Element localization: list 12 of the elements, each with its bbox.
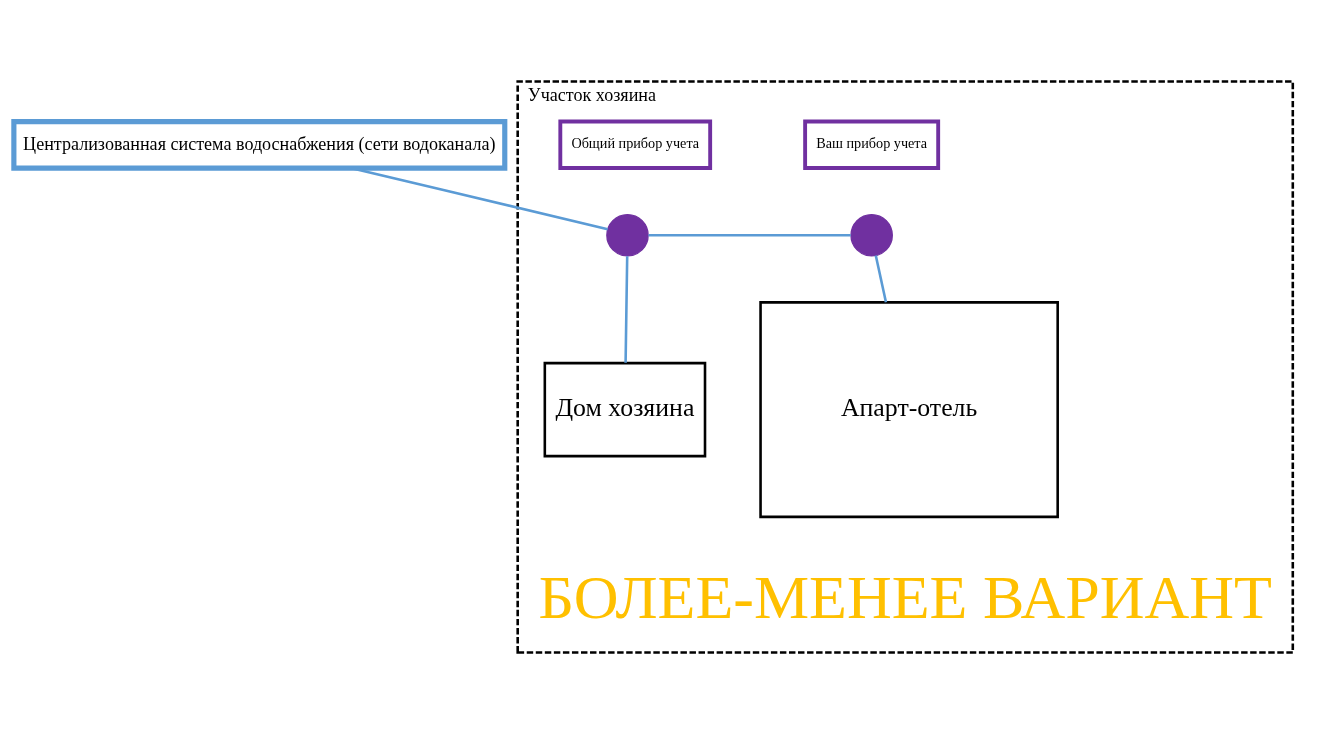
node-box: Ваш прибор учета (803, 119, 941, 170)
node-circle (850, 213, 893, 257)
node-box: Дом хозяина (543, 361, 707, 457)
connector (624, 255, 629, 363)
node-circle (606, 213, 649, 257)
connector (874, 254, 888, 302)
connector (648, 233, 851, 236)
node-box: Общий прибор учета (558, 119, 713, 170)
node-box: Централизованная система водоснабжения (сети водоканала) (11, 118, 508, 171)
node-box: Апарт-отель (759, 300, 1059, 518)
connector (351, 166, 608, 230)
label: БОЛЕЕ-МЕНЕЕ ВАРИАНТ (538, 562, 1272, 631)
